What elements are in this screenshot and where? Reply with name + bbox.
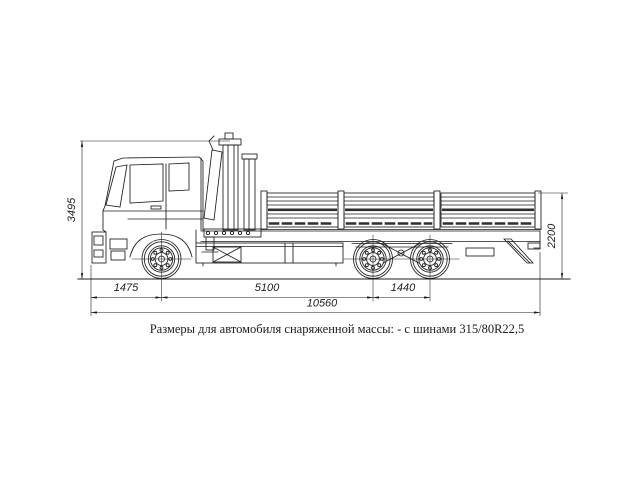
dim-label-overall-height: 3495 [66,197,78,222]
dim-label-front-overhang: 1475 [114,282,139,294]
platform-panel-2 [343,192,435,228]
headlight [93,249,104,258]
crane-boom-tip [224,132,234,140]
battery-box [212,246,242,263]
axle-centerlines [131,231,460,302]
quarter-window [168,162,190,192]
drawing-caption: Размеры для автомобиля снаряженной массы… [150,322,525,336]
platform-stake-front [260,190,268,230]
crane-outrigger [205,236,215,251]
cab-step-upper [109,238,128,250]
dim-overall-height: 3495 [66,140,230,279]
dim-label-wheelbase: 5100 [255,282,280,294]
door-window [129,163,164,204]
toolbox-fuel-tank [195,242,344,264]
truck-cab [91,156,204,264]
dim-rear-axle-spacing: 1440 [373,282,430,299]
rear-mudflap [503,238,534,264]
cab-outline [102,156,204,233]
crane-manipulator [201,132,262,253]
cargo-platform [260,190,542,230]
platform-panel-3 [440,192,536,228]
platform-stake-mid1 [337,190,345,230]
chassis [195,230,541,267]
front-bumper [91,231,107,264]
bumper-step [93,235,104,246]
dim-front-overhang: 1475 [91,282,162,299]
windshield [105,164,128,208]
dim-wheelbase: 5100 [161,282,373,299]
dim-label-body-height: 2200 [546,223,558,249]
crane-base [203,228,262,238]
dim-label-overall-length: 10560 [307,298,338,310]
crane-cylinder [243,158,256,231]
platform-panel-1 [266,192,339,228]
crane-hook [208,135,215,151]
taillight-bracket [527,242,541,250]
dim-label-rear-axle-spacing: 1440 [391,282,416,294]
crane-boom-cap [218,138,242,146]
platform-stake-rear [534,190,542,230]
door-handle [150,205,162,210]
crane-column [222,144,239,231]
dim-overall-length: 10560 [91,298,540,314]
front-fender-arch [129,233,193,258]
dim-body-height: 2200 [538,192,568,279]
cab-step-lower [110,250,126,261]
crane-folded-arm [203,149,223,221]
frame-rear-end [533,230,541,249]
platform-stake-mid2 [433,190,441,230]
rear-box [465,247,495,257]
